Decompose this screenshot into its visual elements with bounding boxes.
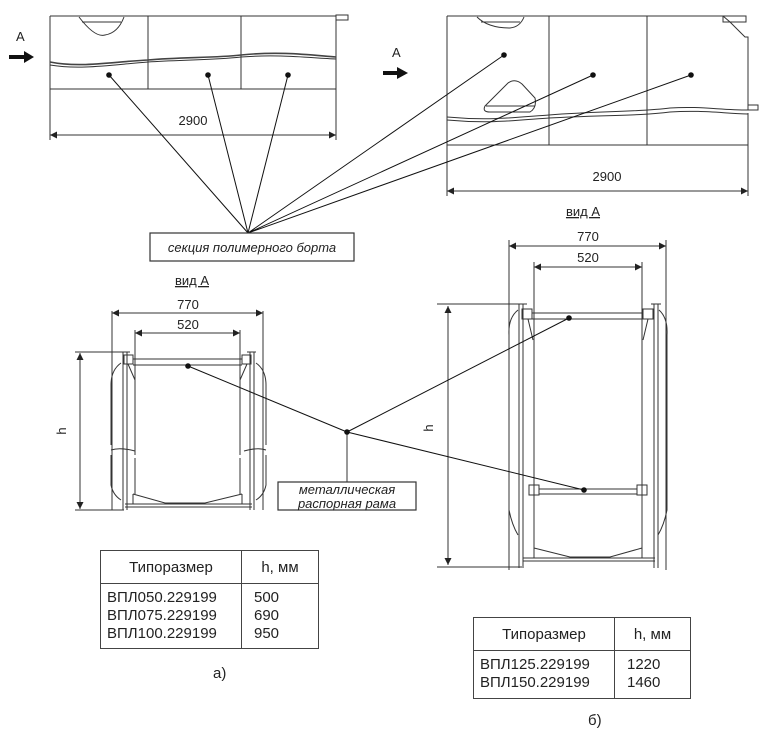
dimension-length: 2900	[179, 113, 208, 128]
dimension-length: 2900	[593, 169, 622, 184]
callout-box-polymer-section	[149, 232, 355, 262]
cell-size: ВПЛ050.229199	[100, 583, 242, 607]
cross-section-a: 770 520 h	[54, 297, 267, 511]
polymer-section-leaders	[108, 54, 692, 234]
caption-a: а)	[213, 665, 227, 682]
view-title: вид А	[175, 273, 209, 288]
dimension-outer-width: 770	[177, 297, 199, 312]
dimension-outer-width: 770	[577, 229, 599, 244]
cell-size: ВПЛ075.229199	[100, 607, 242, 625]
frame-leaders	[187, 317, 585, 491]
view-arrow-label: A	[392, 45, 401, 60]
table-row: ВПЛ050.229199 500	[100, 583, 319, 607]
table-header-size: Типоразмер	[100, 550, 242, 584]
dimension-height: h	[54, 427, 69, 434]
size-table-b: Типоразмер h, мм ВПЛ125.229199 1220 ВПЛ1…	[473, 617, 691, 699]
cell-h: 1220	[614, 650, 691, 674]
table-header-h: h, мм	[614, 617, 691, 651]
cell-h: 500	[241, 583, 319, 607]
caption-b: б)	[588, 712, 602, 729]
table-row: ВПЛ100.229199 950	[100, 625, 319, 649]
dimension-height: h	[421, 424, 436, 431]
cell-h: 1460	[614, 674, 691, 699]
cell-h: 950	[241, 625, 319, 649]
cross-section-b: 770 520 h	[421, 229, 668, 570]
cell-h: 690	[241, 607, 319, 625]
cell-size: ВПЛ150.229199	[473, 674, 615, 699]
side-view-b: A 2900 вид А	[383, 15, 759, 219]
table-header-size: Типоразмер	[473, 617, 615, 651]
callout-polymer-section: секция полимерного борта	[168, 240, 336, 255]
view-arrow-label: A	[16, 29, 25, 44]
table-row: ВПЛ125.229199 1220	[473, 650, 691, 674]
table-row: ВПЛ075.229199 690	[100, 607, 319, 625]
callout-frame-line2: распорная рама	[297, 496, 396, 511]
dimension-inner-width: 520	[177, 317, 199, 332]
callout-box-frame	[277, 481, 417, 511]
side-view-a: A 2900	[9, 14, 349, 140]
cell-size: ВПЛ100.229199	[100, 625, 242, 649]
table-row: ВПЛ150.229199 1460	[473, 674, 691, 699]
table-header-h: h, мм	[241, 550, 319, 584]
callout-frame-line1: металлическая	[299, 482, 395, 497]
view-title: вид А	[566, 204, 600, 219]
size-table-a: Типоразмер h, мм ВПЛ050.229199 500 ВПЛ07…	[100, 550, 319, 649]
cell-size: ВПЛ125.229199	[473, 650, 615, 674]
dimension-inner-width: 520	[577, 250, 599, 265]
